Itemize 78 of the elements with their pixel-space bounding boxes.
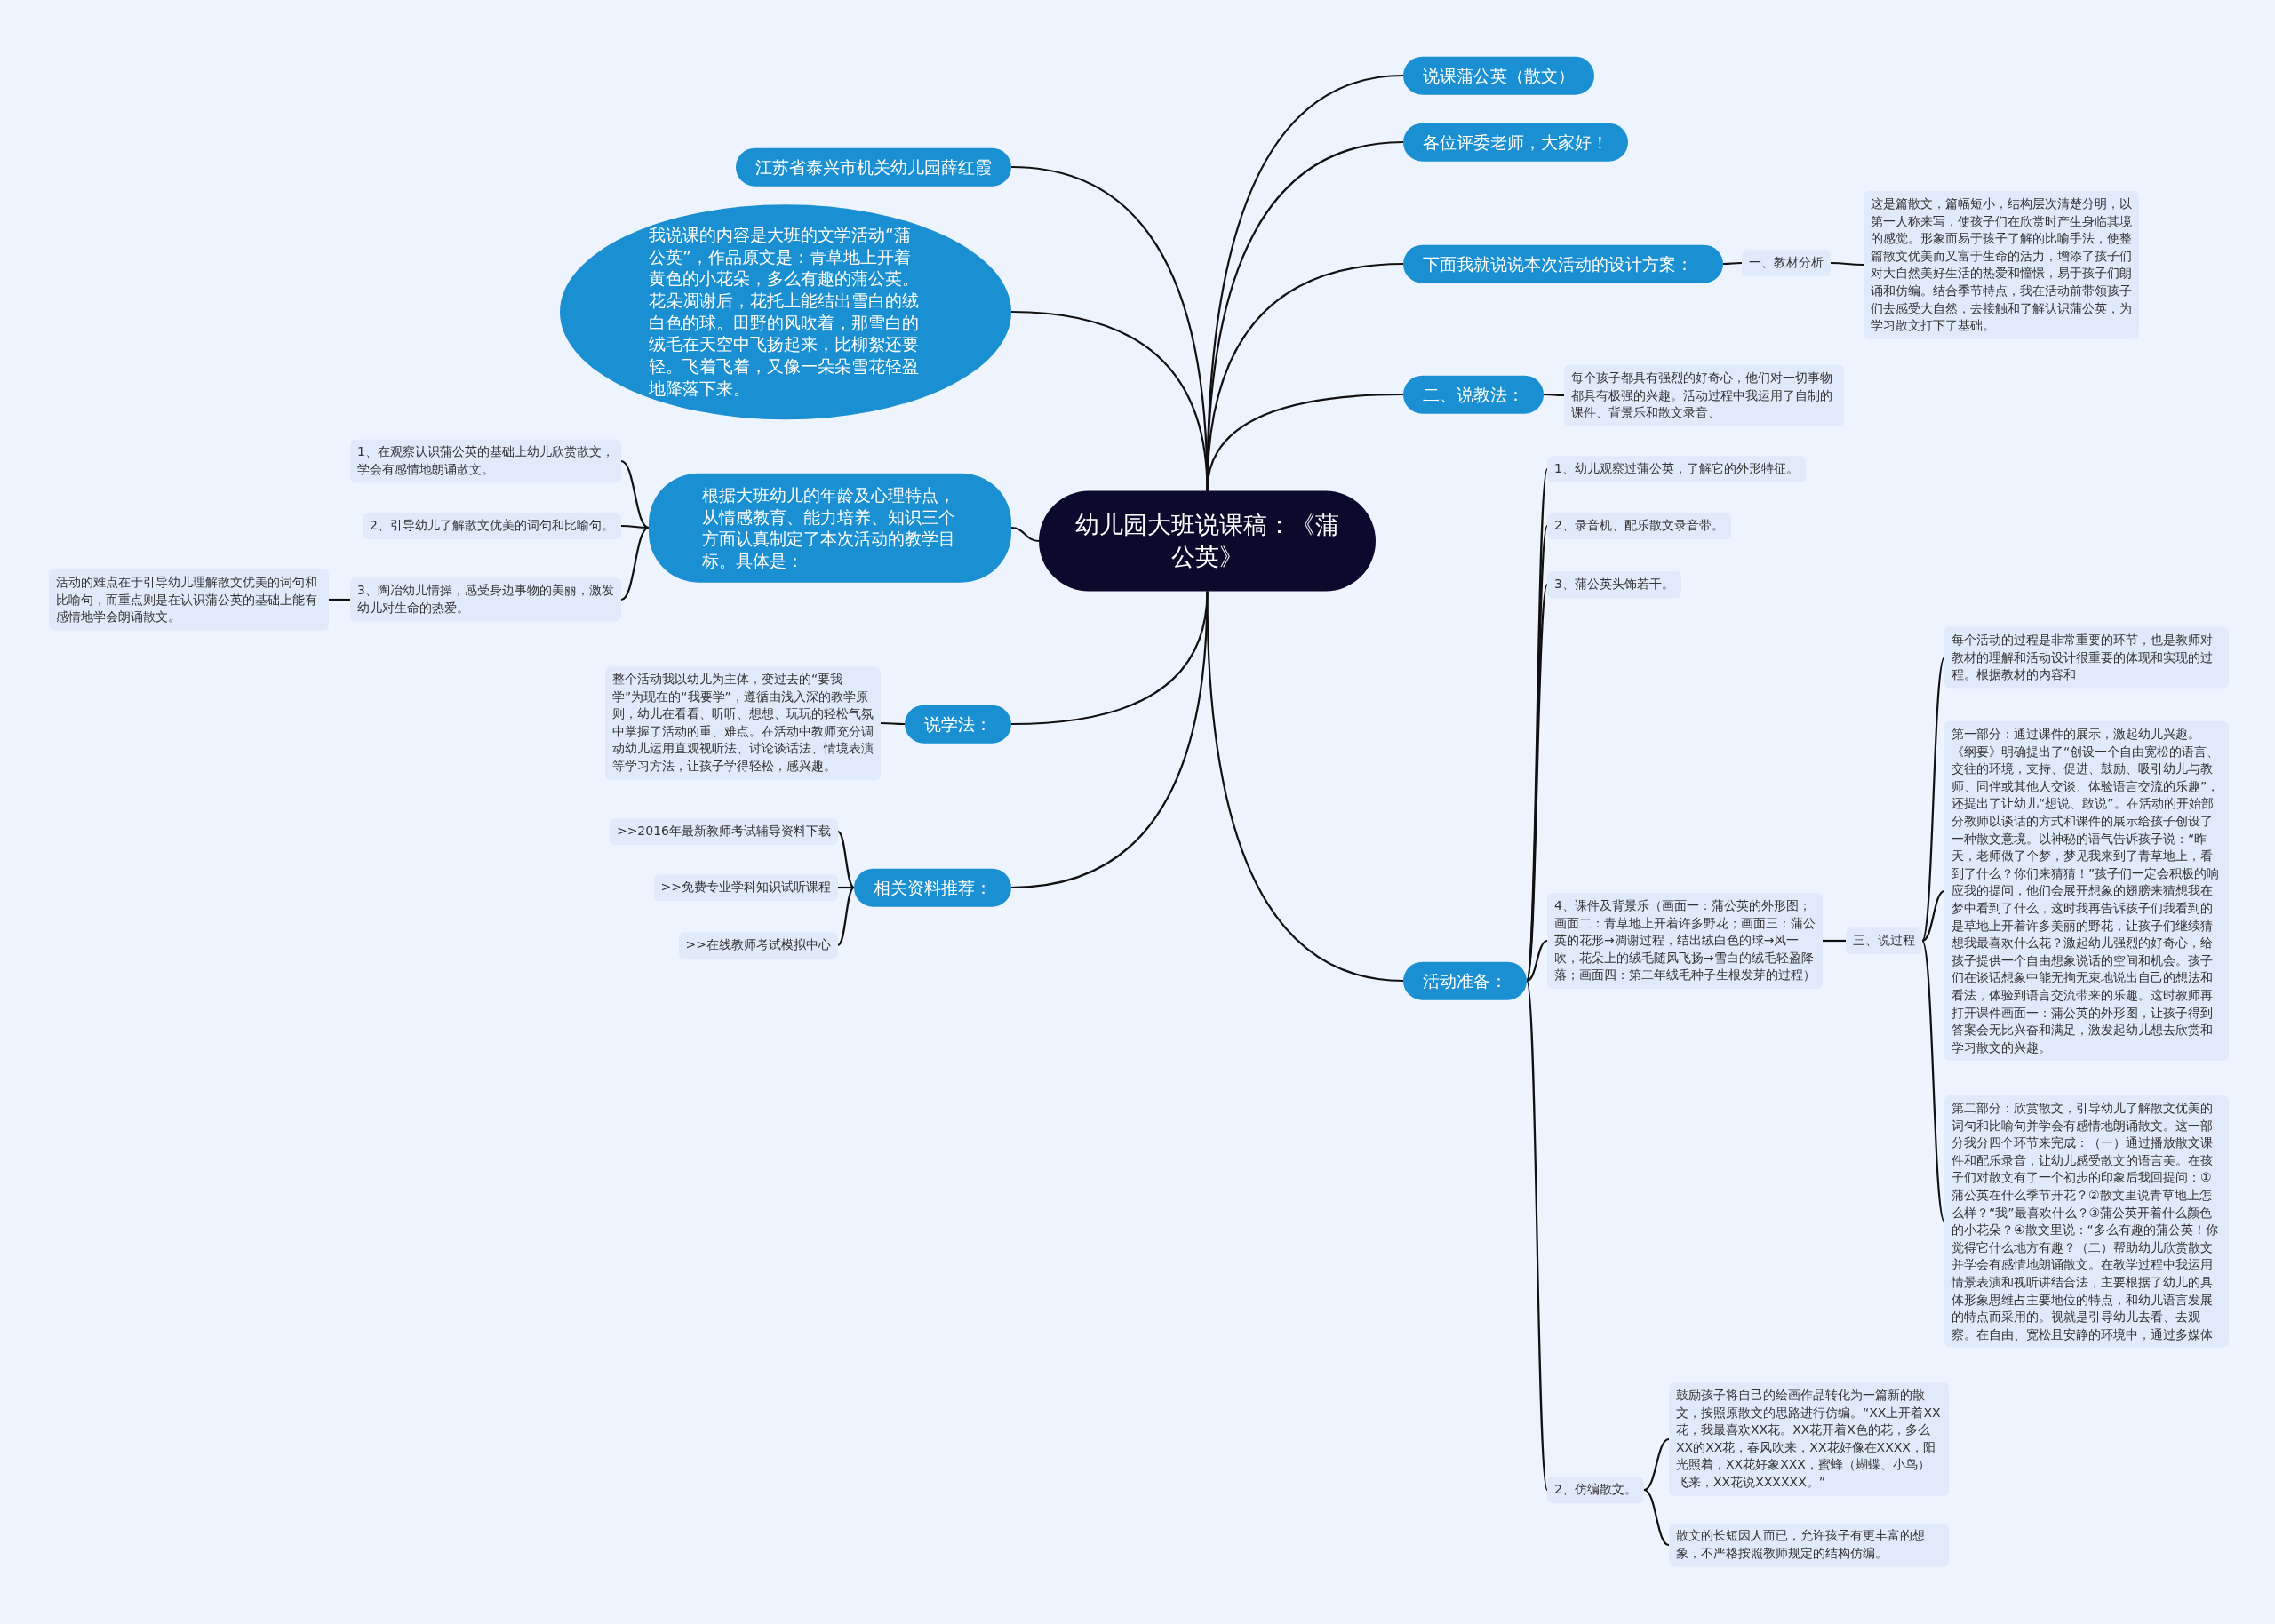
note-card — [49, 569, 329, 631]
note-card — [1547, 513, 1731, 539]
branch-pill — [1403, 123, 1628, 162]
connector-line — [837, 887, 855, 946]
note-text: 2、仿编散文。 — [1554, 1481, 1637, 1499]
branch-label: 各位评委老师，大家好！ — [1423, 131, 1608, 154]
connector-line — [837, 831, 855, 888]
connector-line — [1831, 261, 1864, 267]
branch-label: 活动准备： — [1423, 969, 1507, 992]
connector-line — [620, 460, 650, 529]
branch-label: 说课蒲公英（散文） — [1423, 64, 1575, 87]
branch-pill — [1403, 244, 1723, 283]
connector-line — [1921, 657, 1945, 942]
note-text: >>2016年最新教师考试辅导资料下载 — [616, 823, 831, 840]
connector-line — [1823, 939, 1846, 943]
note-card — [1547, 1477, 1644, 1503]
note-text: 第一部分：通过课件的展示，激起幼儿兴趣。《纲要》明确提出了“创设一个自由宽松的语言、交往的环境，支持、促进、鼓励、吸引幼儿与教师、同伴或其他人交谈、体验语言交流的乐趣”，还提出了让幼儿“想说、敢说”。在活动的开始部分教师以谈话的方式和课件的展示给孩子创设了一种散文意境。以神秘的语气告诉孩子说：“昨天，老师做了个梦，梦见我来到了青草地上，看到了什么？你们来猜猜！”孩子们一定会积极的响应我的提问，他们会展开想象的翅膀来猜想我在梦中看到了什么，这时我再告诉孩子们我看到的是草地上开着许多美丽的野花，让孩子们继续猜想我最喜欢什么花？激起幼儿强烈的好奇心，给孩子提供一个自由想象说话的空间和机会。孩子们在谈话想象中能无拘无束地说出自己的想法和看法，体验到语言交流带来的乐趣。这时教师再打开课件画面一：蒲公英的外形图，让孩子得到答案会无比兴奋和满足，激发起幼儿想去欣赏和学习散文的兴趣。 — [1952, 725, 2221, 1056]
note-text: 1、在观察认识蒲公英的基础上幼儿欣赏散文，学会有感情地朗诵散文。 — [357, 443, 614, 478]
note-card — [1944, 626, 2229, 689]
note-text: 活动的难点在于引导幼儿理解散文优美的词句和比喻句，而重点则是在认识蒲公英的基础上能有感情地学会朗诵散文。 — [56, 573, 318, 625]
branch-pill — [854, 868, 1011, 907]
note-card — [653, 874, 838, 901]
branch-label: 相关资料推荐： — [874, 876, 992, 899]
note-text: 3、蒲公英头饰若干。 — [1554, 576, 1674, 593]
topic-label: 幼儿园大班说课稿：《蒲公英》 — [1074, 509, 1340, 572]
connector-line — [621, 524, 649, 529]
note-text: 三、说过程 — [1853, 932, 1915, 950]
note-text: 每个孩子都具有强烈的好奇心，他们对一切事物都具有极强的兴趣。活动过程中我运用了自制的课件、背景乐和散文录音、 — [1571, 369, 1833, 421]
branch-pill — [1403, 56, 1594, 95]
connector-line — [1723, 261, 1742, 266]
branch-pill — [736, 147, 1011, 187]
note-card — [1564, 364, 1844, 426]
note-card — [609, 818, 838, 845]
connector-line — [1010, 310, 1209, 491]
note-card — [1742, 250, 1831, 276]
branch-label: 二、说教法： — [1423, 383, 1524, 406]
connector-line — [1643, 1437, 1670, 1492]
note-card — [1547, 456, 1806, 482]
connector-line — [1526, 939, 1548, 983]
note-card — [363, 513, 621, 539]
connector-line — [1921, 940, 1945, 1222]
branch-pill — [905, 705, 1011, 744]
connector-line — [1010, 526, 1040, 543]
branch-pill — [1403, 961, 1527, 1000]
connector-line — [1525, 980, 1549, 1491]
note-text: 这是篇散文，篇幅短小，结构层次清楚分明，以第一人称来写，使孩子们在欣赏时产生身临其境的感觉。形象而易于孩子了解的比喻手法，使整篇散文优美而又富于生命的活力，增添了孩子们对大自然美好生活的热爱和憧憬，易于孩子们朗诵和仿编。结合季节特点，我在活动前带领孩子们去感受大自然，去接触和了解认识蒲公英，为学习散文打下了基础。 — [1871, 195, 2132, 334]
note-card — [350, 439, 621, 483]
connector-line — [1643, 1488, 1670, 1547]
note-card — [1547, 571, 1681, 598]
connector-line — [1544, 393, 1564, 397]
branch-pill — [1403, 375, 1544, 414]
note-card — [1846, 927, 1922, 954]
connector-line — [1921, 889, 1945, 943]
note-text: 第二部分：欣赏散文，引导幼儿了解散文优美的词句和比喻句并学会有感情地朗诵散文。这一部分我分四个环节来完成：（一）通过播放散文课件和配乐录音，让幼儿感受散文的语言美。在孩子们对散文有了一个初步的印象后我回提问：①蒲公英在什么季节开花？②散文里说青草地上怎么样？“我”最喜欢什么？③蒲公英开着什么颜色的小花朵？④散文里说：“多么有趣的蒲公英！你觉得它什么地方有趣？（二）帮助幼儿欣赏散文并学会有感情地朗诵散文。在教学过程中我运用情景表演和视听讲结合法，主要根据了幼儿的具体形象思维占主要地位的特点，和幼儿语言发展的特点而采用的。视就是引导幼儿去看、去观察。在自由、宽松且安静的环境中，通过多媒体 — [1952, 1099, 2219, 1343]
connector-line — [1010, 591, 1209, 889]
note-text: >>在线教师考试模拟中心 — [685, 936, 831, 954]
note-text: 鼓励孩子将自己的绘画作品转化为一篇新的散文，按照原散文的思路进行仿编。“XX上开着XX花，我最喜欢XX花。XX花开着X色的花，多么XX的XX花，春风吹来，XX花好像在XXXX，阳光照着，XX花好象XXX，蜜蜂（蝴蝶、小鸟）飞来，XX花说XXXXXX。” — [1676, 1387, 1942, 1492]
connector-line — [620, 527, 650, 601]
note-text: 散文的长短因人而已，允许孩子有更丰富的想象，不严格按照教师规定的结构仿编。 — [1676, 1527, 1926, 1562]
note-text: 3、陶冶幼儿情操，感受身边事物的美丽，激发幼儿对生命的热爱。 — [357, 582, 614, 617]
note-card — [678, 932, 838, 959]
note-text: >>免费专业学科知识试听课程 — [660, 879, 831, 896]
note-text: 整个活动我以幼儿为主体，变过去的“要我学”为现在的“我要学”，遵循由浅入深的教学原则，幼儿在看看、听听、想想、玩玩的轻松气氛中掌握了活动的重、难点。在活动中教师充分调动幼儿运用直观视听法、讨论谈话法、情境表演等学习方法，让孩子学得轻松，感兴趣。 — [612, 671, 874, 776]
branch-paragraph: 我说课的内容是大班的文学活动“蒲公英”，作品原文是：青草地上开着黄色的小花朵，多么有趣的蒲公英。花朵凋谢后，花托上能结出雪白的绒白色的球。田野的风吹着，那雪白的绒毛在天空中飞扬起来，比柳絮还要轻。飞着飞着，又像一朵朵雪花轻盈地降落下来。 — [649, 224, 920, 400]
branch-label: 下面我就说说本次活动的设计方案： — [1423, 252, 1694, 275]
note-text: 一、教材分析 — [1749, 254, 1824, 272]
branch-paragraph: 根据大班幼儿的年龄及心理特点，从情感教育、能力培养、知识三个方面认真制定了本次活动的教学目标。具体是： — [702, 483, 956, 572]
connector-line — [329, 598, 350, 601]
note-card — [1669, 1523, 1949, 1567]
note-card — [350, 577, 621, 622]
branch-label: 说学法： — [924, 712, 992, 736]
note-text: 4、课件及背景乐（画面一：蒲公英的外形图；画面二：青草地上开着许多野花；画面三：蒲公英的花形→凋谢过程，结出绒白色的球→风一吹，花朵上的绒毛随风飞扬→雪白的绒毛轻盈降落；画面四：第二年绒毛种子生根发芽的过程） — [1554, 897, 1816, 984]
note-text: 1、幼儿观察过蒲公英，了解它的外形特征。 — [1554, 460, 1799, 478]
note-text: 每个活动的过程是非常重要的环节，也是教师对教材的理解和活动设计很重要的体现和实现的过程。根据教材的内容和 — [1952, 631, 2214, 683]
branch-label: 江苏省泰兴市机关幼儿园薛红霞 — [755, 155, 992, 179]
note-text: 2、引导幼儿了解散文优美的词句和比喻句。 — [370, 517, 614, 535]
note-text: 2、录音机、配乐散文录音带。 — [1554, 517, 1724, 535]
connector-line — [881, 721, 905, 726]
